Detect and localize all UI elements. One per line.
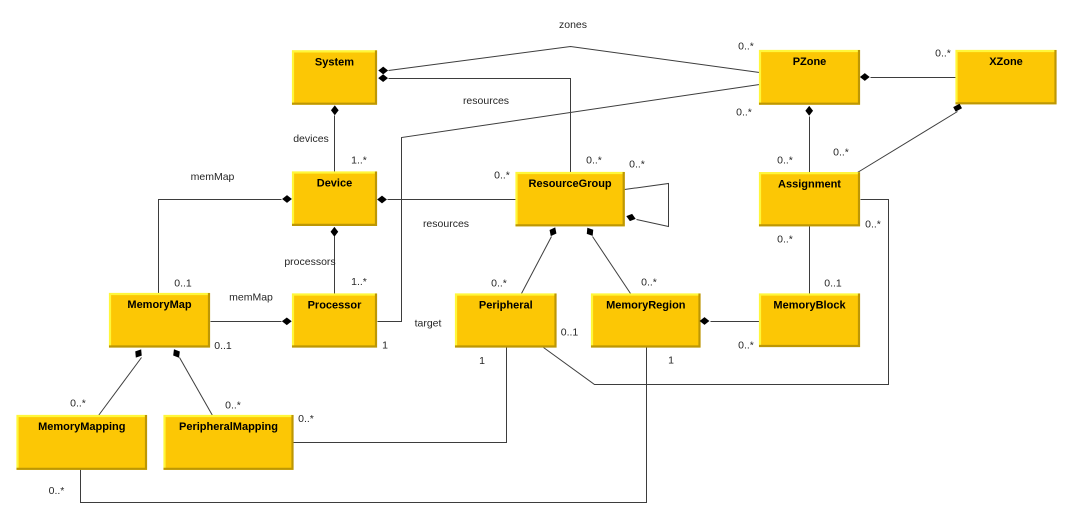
svg-text:MemoryMapping: MemoryMapping	[38, 421, 125, 433]
svg-text:PZone: PZone	[793, 56, 827, 68]
svg-text:memMap: memMap	[229, 292, 273, 304]
svg-text:MemoryBlock: MemoryBlock	[773, 300, 846, 312]
svg-text:0..1: 0..1	[561, 327, 579, 339]
svg-text:0..*: 0..*	[865, 219, 881, 231]
svg-text:resources: resources	[463, 95, 509, 107]
svg-text:0..*: 0..*	[736, 107, 752, 119]
svg-text:0..*: 0..*	[777, 234, 793, 246]
svg-text:0..*: 0..*	[629, 159, 645, 171]
svg-text:1: 1	[668, 355, 674, 367]
svg-text:MemoryMap: MemoryMap	[127, 299, 191, 311]
svg-text:MemoryRegion: MemoryRegion	[606, 300, 686, 312]
svg-text:0..*: 0..*	[494, 170, 510, 182]
svg-text:0..*: 0..*	[586, 155, 602, 167]
svg-text:0..1: 0..1	[174, 278, 192, 290]
svg-text:0..*: 0..*	[298, 413, 314, 425]
svg-text:1..*: 1..*	[351, 155, 367, 167]
svg-text:0..*: 0..*	[738, 41, 754, 53]
svg-text:0..*: 0..*	[70, 398, 86, 410]
svg-text:memMap: memMap	[191, 171, 235, 183]
svg-text:0..*: 0..*	[225, 400, 241, 412]
svg-text:0..1: 0..1	[214, 340, 232, 352]
svg-text:resources: resources	[423, 218, 469, 230]
svg-text:0..*: 0..*	[641, 277, 657, 289]
svg-text:Peripheral: Peripheral	[479, 300, 533, 312]
svg-text:1: 1	[382, 340, 388, 352]
svg-text:System: System	[315, 57, 354, 69]
svg-text:0..*: 0..*	[738, 340, 754, 352]
svg-text:devices: devices	[293, 133, 329, 145]
svg-text:0..*: 0..*	[49, 485, 65, 497]
svg-text:0..*: 0..*	[491, 278, 507, 290]
svg-text:processors: processors	[284, 256, 335, 268]
svg-text:PeripheralMapping: PeripheralMapping	[179, 421, 278, 433]
svg-text:zones: zones	[559, 19, 587, 31]
svg-text:Assignment: Assignment	[778, 178, 841, 190]
svg-text:Device: Device	[317, 178, 352, 190]
svg-text:0..*: 0..*	[777, 155, 793, 167]
svg-text:0..*: 0..*	[833, 147, 849, 159]
svg-text:ResourceGroup: ResourceGroup	[529, 178, 612, 190]
svg-text:0..1: 0..1	[824, 278, 842, 290]
svg-text:0..*: 0..*	[935, 48, 951, 60]
svg-text:Processor: Processor	[308, 300, 363, 312]
svg-text:XZone: XZone	[989, 56, 1023, 68]
svg-text:1: 1	[479, 355, 485, 367]
svg-text:target: target	[415, 318, 442, 330]
svg-text:1..*: 1..*	[351, 276, 367, 288]
